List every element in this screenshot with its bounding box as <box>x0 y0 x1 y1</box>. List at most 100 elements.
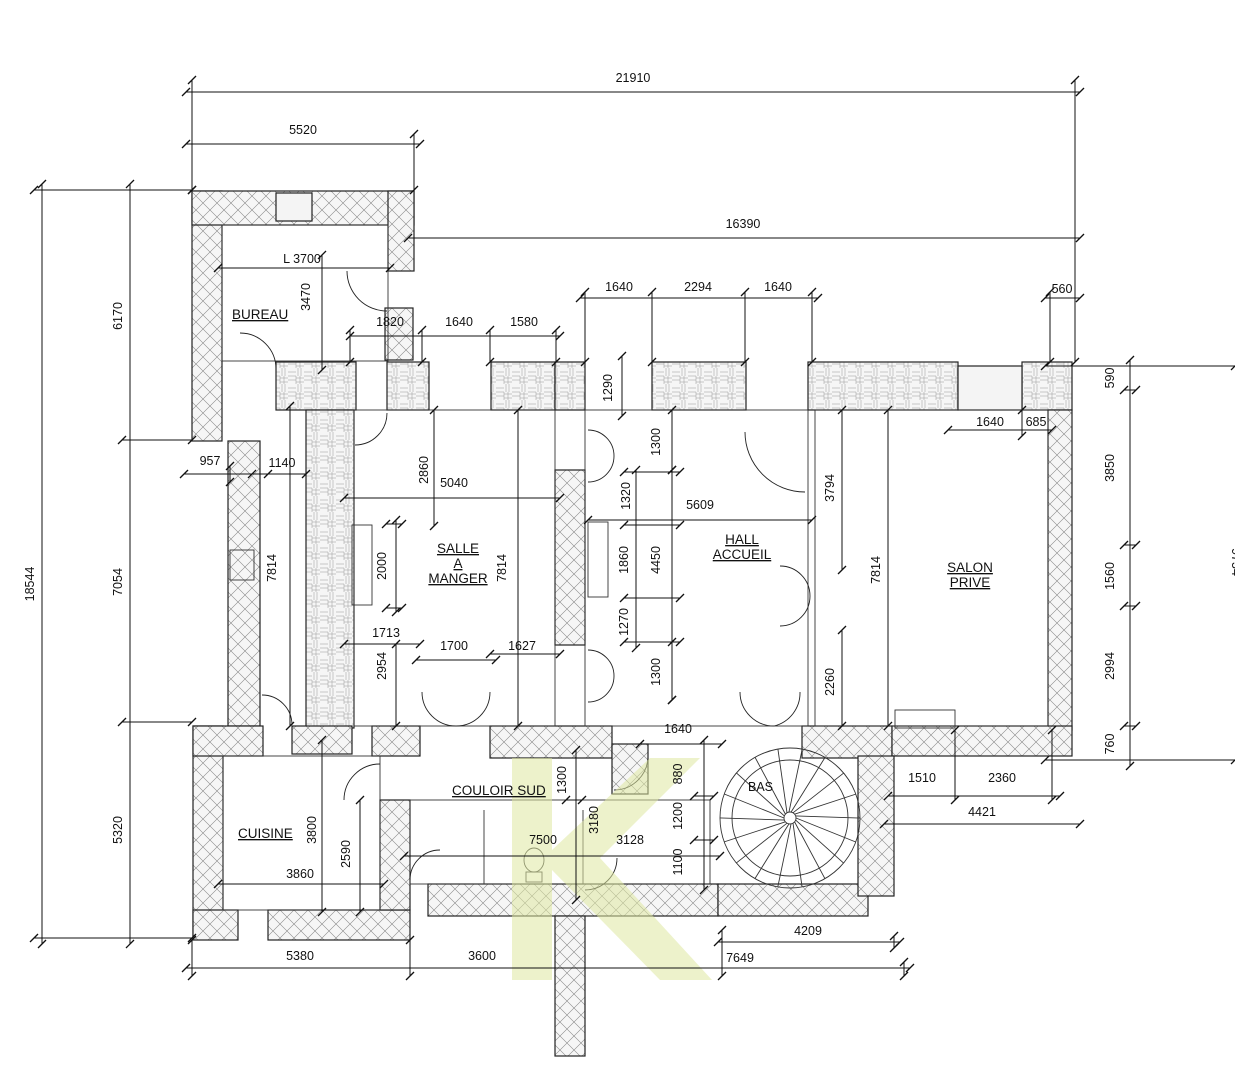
dim-1320: 1320 <box>619 482 633 510</box>
dimension-tick <box>397 603 407 613</box>
dimension-tick <box>1230 365 1235 371</box>
dimension-tick <box>29 185 39 195</box>
dimension-tick <box>485 357 495 367</box>
dimension-tick <box>1017 431 1027 441</box>
stair-tread <box>777 823 792 888</box>
stair-tread <box>736 822 788 864</box>
dim-2860: 2860 <box>417 456 431 484</box>
dimension-tick <box>619 593 629 603</box>
wall-south-salon <box>891 725 1073 757</box>
dimension-tick <box>117 435 127 445</box>
dimension-tick <box>187 717 197 727</box>
wall-north-d <box>554 361 586 411</box>
dimension-tick <box>345 325 355 335</box>
dimension-tick <box>417 357 427 367</box>
stair-tread <box>795 819 844 864</box>
dimension-tick <box>675 593 685 603</box>
dimension-tick <box>699 885 709 895</box>
dimension-tick <box>37 939 47 949</box>
dimension-tick <box>391 607 401 617</box>
dimension-tick <box>837 721 847 731</box>
dimension-tick <box>513 721 523 731</box>
dim-1820: 1820 <box>376 315 404 329</box>
dimension-tick <box>899 971 909 981</box>
dim-1560: 1560 <box>1103 562 1117 590</box>
dimension-tick <box>709 791 719 801</box>
dimension-tick <box>1119 601 1129 611</box>
dimension-tick <box>837 625 847 635</box>
dimension-tick <box>619 520 629 530</box>
dimension-tick <box>631 643 641 653</box>
room-outlines <box>221 224 1049 911</box>
dimension-tick <box>485 325 495 335</box>
room-label-salon-1: SALON <box>947 560 993 575</box>
dimension-tick <box>617 411 627 421</box>
fireplace-salle <box>351 524 373 606</box>
stair-tread <box>788 748 803 813</box>
dimension-tick <box>285 721 295 731</box>
stair-tread <box>724 793 785 819</box>
dimension-tick <box>580 357 590 367</box>
dimension-tick <box>675 637 685 647</box>
dim-7814a: 7814 <box>265 554 279 582</box>
dimension-tick <box>905 963 915 973</box>
wall-bureau-east <box>384 307 414 361</box>
dim-16390: 16390 <box>726 217 761 231</box>
dimension-tick <box>187 185 197 195</box>
dimension-tick <box>411 655 421 665</box>
dimension-tick <box>1047 425 1057 435</box>
dim-1510: 1510 <box>908 771 936 785</box>
room-label-salle-1: SALLE <box>437 541 479 556</box>
dim-1700: 1700 <box>440 639 468 653</box>
dimension-tick <box>179 469 189 479</box>
dimension-tick <box>717 925 727 935</box>
outline-couloir <box>409 799 711 885</box>
stair-tread <box>754 757 786 815</box>
dimension-tick <box>345 331 355 341</box>
dimension-tick <box>837 405 847 415</box>
dimension-tick <box>1070 75 1080 85</box>
dimension-tick <box>263 469 273 479</box>
stair-label: BAS <box>748 780 773 794</box>
outline-salon <box>814 409 1049 727</box>
dim-1640d: 1640 <box>976 415 1004 429</box>
dimension-tick <box>117 717 127 727</box>
dimension-tick <box>125 939 135 949</box>
dimension-tick <box>1040 755 1050 765</box>
wall-west-mid <box>227 440 261 727</box>
dimension-tick <box>713 937 723 947</box>
dimension-labels: 21910 5520 16390 L 3700 3470 1820 1640 1… <box>23 71 1235 965</box>
door-bureau-west <box>239 332 277 370</box>
dim-7054: 7054 <box>111 568 125 596</box>
dimension-tick <box>1075 819 1085 829</box>
wall-north-b <box>386 361 430 411</box>
dim-2954: 2954 <box>375 652 389 680</box>
fireplace-hall <box>587 521 609 598</box>
wall-south-b <box>489 725 613 759</box>
dim-3128: 3128 <box>616 833 644 847</box>
watermark-letter-k <box>512 758 712 980</box>
dimension-tick <box>950 795 960 805</box>
dimension-tick <box>807 357 817 367</box>
dim-760: 760 <box>1103 734 1117 755</box>
wall-east <box>1047 409 1073 731</box>
dimension-tick <box>667 637 677 647</box>
dimension-tick <box>187 935 197 945</box>
dimension-tick <box>717 971 727 981</box>
stair-tread <box>794 821 826 879</box>
stair-tread <box>754 823 790 879</box>
dimension-tick <box>1119 385 1129 395</box>
dim-3850: 3850 <box>1103 454 1117 482</box>
dimension-tick <box>317 365 327 375</box>
dimension-tick <box>1119 540 1129 550</box>
dimension-tick <box>317 907 327 917</box>
dimension-lines <box>34 80 1235 976</box>
dim-5040: 5040 <box>440 476 468 490</box>
dim-1640a: 1640 <box>445 315 473 329</box>
dimension-tick <box>555 331 565 341</box>
dimension-tick <box>575 293 585 303</box>
dim-4421: 4421 <box>968 805 996 819</box>
dimension-tick <box>213 263 223 273</box>
dimension-tick <box>1125 761 1135 771</box>
